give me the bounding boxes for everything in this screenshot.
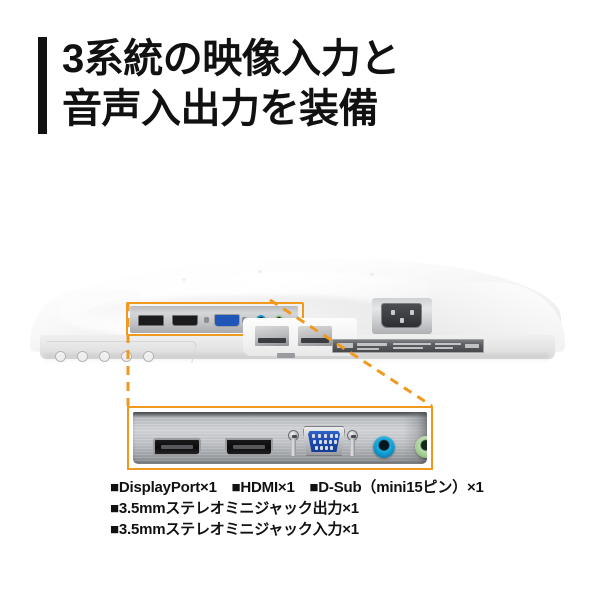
panel-top-shadow [133, 412, 427, 417]
audio-in-jack-blue [373, 436, 395, 458]
hdmi-connector [225, 438, 273, 456]
vga-thumbscrew-right [347, 430, 358, 456]
control-button-3[interactable] [99, 350, 110, 362]
port-panel-surface [133, 412, 427, 464]
control-button-4[interactable] [121, 350, 132, 362]
power-inlet-pin [391, 310, 395, 315]
vesa-screw-dimple [258, 270, 262, 273]
stand-clip-left [255, 326, 289, 346]
stand-release-notch [277, 353, 295, 358]
control-button-2[interactable] [77, 350, 88, 362]
power-inlet-pin [410, 310, 414, 315]
page-headline: 3系統の映像入力と 音声入出力を装備 [38, 34, 558, 138]
rating-label-sticker [332, 339, 484, 353]
spec-line-audio-output: ■3.5mmステレオミニジャック出力×1 [110, 500, 359, 517]
vga-blue-insert [308, 431, 340, 452]
control-button-1[interactable] [55, 350, 66, 362]
enlarged-port-panel-callout [127, 406, 433, 470]
displayport-connector [153, 438, 201, 456]
thumbscrew-shaft [291, 439, 296, 456]
monitor-product-photo [0, 240, 600, 390]
audio-out-jack-green [415, 436, 427, 458]
mini-vga-icon [214, 314, 240, 327]
mini-hdmi-icon [172, 315, 198, 326]
specification-text-block: ■DisplayPort×1 ■HDMI×1 ■D-Sub（mini15ピン）×… [110, 477, 580, 540]
dsub-vga-connector [303, 426, 345, 456]
control-button-5[interactable] [143, 350, 154, 362]
vesa-screw-dimple [182, 278, 186, 281]
thumbscrew-shaft [350, 439, 355, 456]
mini-thumbscrew-left-icon [204, 317, 209, 323]
power-inlet-pin [400, 318, 404, 323]
vesa-screw-dimple [370, 273, 374, 276]
headline-text: 3系統の映像入力と 音声入出力を装備 [62, 34, 400, 134]
headline-accent-bar [38, 37, 47, 134]
spec-line-audio-input: ■3.5mmステレオミニジャック入力×1 [110, 521, 359, 538]
monitor-control-buttons[interactable] [55, 348, 180, 364]
power-inlet-socket [381, 303, 422, 328]
stand-clip-right [298, 326, 332, 346]
headline-line-2: 音声入出力を装備 [62, 87, 378, 131]
vga-thumbscrew-left [288, 430, 299, 456]
mini-displayport-icon [138, 315, 164, 326]
headline-line-1: 3系統の映像入力と [62, 37, 400, 81]
spec-line-video-inputs: ■DisplayPort×1 ■HDMI×1 ■D-Sub（mini15ピン）×… [110, 479, 484, 496]
